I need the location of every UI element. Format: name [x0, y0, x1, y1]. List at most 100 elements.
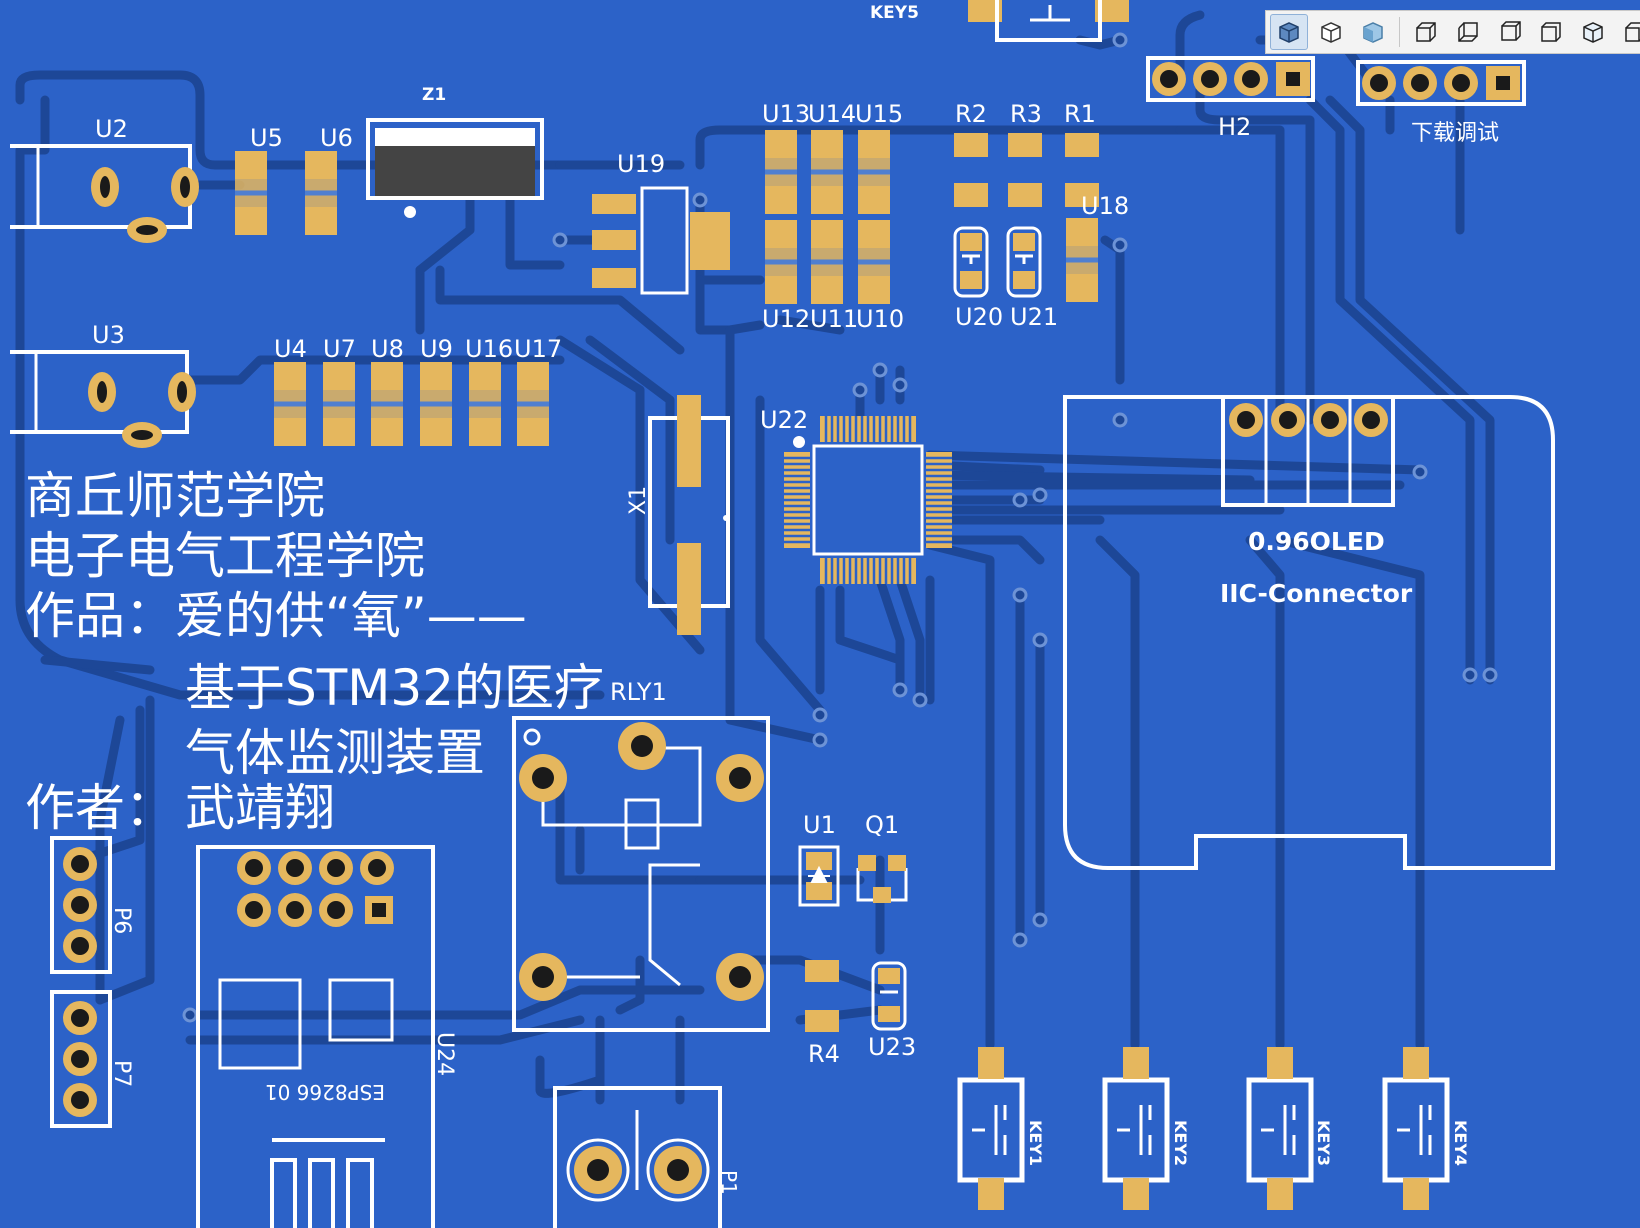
view-outline-button[interactable] — [1312, 14, 1350, 50]
u24-label: U24 — [432, 1032, 457, 1076]
view-top-button[interactable] — [1574, 14, 1612, 50]
wireframe-front-icon — [1415, 22, 1436, 42]
u21-led[interactable] — [1006, 226, 1042, 298]
u22-mcu[interactable] — [784, 416, 952, 584]
x1-crystal[interactable] — [648, 395, 730, 635]
p6-header[interactable] — [50, 836, 112, 974]
p1-terminal[interactable] — [553, 1086, 722, 1228]
esp-module-label: ESP8266 01 — [265, 1080, 385, 1104]
r2-label: R2 — [955, 100, 987, 128]
u6-resistor[interactable] — [305, 151, 337, 235]
r4-label: R4 — [808, 1040, 840, 1068]
download-debug-header[interactable] — [1356, 60, 1526, 106]
u23-led[interactable] — [871, 961, 907, 1031]
u17-resistor[interactable] — [517, 362, 549, 446]
wireframe-top-icon — [1583, 22, 1603, 43]
u4-resistor[interactable] — [274, 362, 306, 446]
u5-resistor[interactable] — [235, 151, 267, 235]
u1-label: U1 — [803, 811, 836, 839]
view-back-button[interactable] — [1449, 14, 1487, 50]
view-solid-button[interactable] — [1270, 14, 1308, 50]
u8-label: U8 — [371, 335, 404, 363]
r2-resistor[interactable] — [954, 133, 988, 207]
oled-label: 0.96OLED — [1248, 527, 1385, 556]
u2-connector[interactable] — [10, 144, 199, 243]
h2-label: H2 — [1218, 113, 1251, 141]
u5-label: U5 — [250, 124, 283, 152]
project-title-line1: 作品：爱的供“氧”—— — [25, 587, 527, 645]
u9-label: U9 — [420, 335, 453, 363]
p1-label: P1 — [717, 1170, 741, 1195]
rly1-relay[interactable] — [512, 716, 770, 1032]
u11-label: U11 — [810, 305, 858, 333]
key4-label: KEY4 — [1451, 1120, 1470, 1166]
view-right-button[interactable] — [1532, 14, 1570, 50]
r3-resistor[interactable] — [1008, 133, 1042, 207]
rly1-label: RLY1 — [610, 678, 667, 706]
u14-resistor[interactable] — [811, 130, 843, 214]
toolbar-separator — [1398, 17, 1400, 47]
r1-resistor[interactable] — [1065, 133, 1099, 207]
q1-transistor[interactable] — [856, 855, 908, 903]
u23-label: U23 — [868, 1033, 916, 1061]
u13-resistor[interactable] — [765, 130, 797, 214]
wireframe-back-icon — [1457, 22, 1478, 42]
board-credits: 商丘师范学院 电子电气工程学院 作品：爱的供“氧”—— 基于STM32的医疗 气… — [25, 467, 604, 837]
u8-resistor[interactable] — [371, 362, 403, 446]
cube-shaded-icon — [1362, 22, 1383, 43]
u20-led[interactable] — [953, 226, 989, 298]
wireframe-right-icon — [1541, 22, 1562, 42]
r1-label: R1 — [1064, 100, 1096, 128]
author-label: 作者： — [25, 779, 175, 837]
u16-resistor[interactable] — [469, 362, 501, 446]
q1-label: Q1 — [865, 811, 899, 839]
oled-footprint[interactable] — [1063, 395, 1555, 870]
u1-diode[interactable] — [798, 845, 840, 907]
project-title-line3: 气体监测装置 — [185, 724, 485, 782]
u19-regulator[interactable] — [592, 186, 730, 295]
cube-solid-icon — [1279, 22, 1299, 43]
view-bottom-button[interactable] — [1616, 14, 1640, 50]
r3-label: R3 — [1010, 100, 1042, 128]
wireframe-left-icon — [1501, 21, 1522, 41]
iic-label: IIC-Connector — [1220, 579, 1413, 608]
u15-resistor[interactable] — [858, 130, 890, 214]
u19-label: U19 — [617, 150, 665, 178]
key5-switch[interactable] — [968, 0, 1129, 42]
h2-header[interactable] — [1146, 56, 1315, 102]
u12-resistor[interactable] — [765, 220, 797, 304]
key2-label: KEY2 — [1171, 1120, 1190, 1166]
u7-resistor[interactable] — [323, 362, 355, 446]
key3-label: KEY3 — [1314, 1120, 1333, 1166]
u17-label: U17 — [514, 335, 562, 363]
view-front-button[interactable] — [1407, 14, 1445, 50]
u20-label: U20 — [955, 303, 1003, 331]
college-name: 电子电气工程学院 — [25, 527, 425, 585]
p7-header[interactable] — [50, 990, 112, 1128]
project-title-line2: 基于STM32的医疗 — [185, 659, 604, 717]
view-shaded-button[interactable] — [1354, 14, 1392, 50]
u22-label: U22 — [760, 406, 808, 434]
u10-label: U10 — [856, 305, 904, 333]
u13-label: U13 — [762, 100, 810, 128]
u11-resistor[interactable] — [811, 220, 843, 304]
u18-label: U18 — [1081, 192, 1129, 220]
u24-esp8266-module[interactable] — [196, 845, 435, 1228]
vias — [182, 32, 1498, 1023]
wireframe-bottom-icon — [1625, 22, 1640, 42]
z1-buzzer[interactable] — [366, 118, 544, 218]
u7-label: U7 — [323, 335, 356, 363]
z1-label: Z1 — [422, 85, 446, 105]
author-name: 武靖翔 — [185, 779, 335, 837]
u10-resistor[interactable] — [858, 220, 890, 304]
school-name: 商丘师范学院 — [25, 467, 325, 525]
u3-connector[interactable] — [10, 350, 196, 448]
view-left-button[interactable] — [1490, 14, 1528, 50]
u9-resistor[interactable] — [420, 362, 452, 446]
copper-traces — [15, 10, 1495, 1105]
r4-resistor[interactable] — [805, 960, 839, 1032]
u4-label: U4 — [274, 335, 307, 363]
u18-resistor[interactable] — [1066, 218, 1098, 302]
